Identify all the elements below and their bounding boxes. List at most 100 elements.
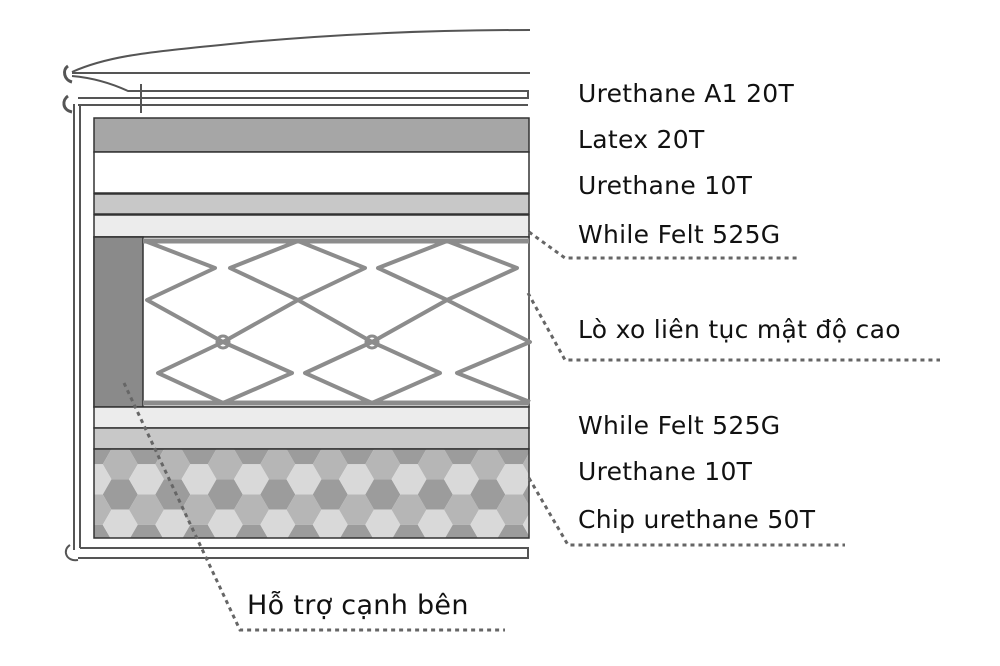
hex-chip	[235, 524, 268, 538]
felt-top-layer	[93, 214, 530, 238]
chip-urethane-layer	[77, 449, 610, 600]
hex-chip	[444, 464, 479, 495]
hex-chip	[522, 453, 529, 475]
hex-chip	[181, 449, 217, 465]
hex-chip	[234, 494, 269, 525]
hex-chip	[470, 479, 506, 510]
label-chip-urethane: Chip urethane 50T	[578, 505, 816, 534]
hex-chip	[365, 509, 401, 538]
hex-chip	[260, 449, 296, 480]
hex-chip	[417, 479, 453, 510]
hex-chip	[575, 570, 610, 600]
label-urethane-top: Urethane 10T	[578, 171, 753, 200]
top-cover	[62, 29, 531, 562]
hex-chip	[94, 524, 111, 538]
hex-chip	[102, 449, 138, 480]
hex-chip	[392, 524, 426, 538]
hex-chip	[129, 449, 164, 465]
hex-chip	[155, 540, 190, 570]
hex-chip	[182, 555, 217, 585]
side-support-block	[93, 236, 144, 408]
hex-chip	[444, 494, 479, 525]
hex-chip	[103, 540, 138, 570]
felt-bottom-layer	[93, 406, 530, 429]
hex-chip	[339, 464, 374, 495]
hex-chip	[260, 540, 295, 570]
hex-chip	[234, 449, 269, 465]
hex-chip	[391, 449, 427, 465]
urethane-top-layer	[93, 193, 530, 215]
label-urethane-a1: Urethane A1 20T	[578, 79, 795, 108]
hex-chip	[470, 570, 505, 600]
hex-chip	[312, 509, 348, 538]
hex-chip	[260, 509, 296, 538]
hex-chip	[497, 555, 532, 585]
hex-chip	[287, 524, 321, 538]
hex-chip	[496, 464, 529, 495]
hex-chip	[313, 540, 348, 570]
hex-chip	[365, 540, 400, 570]
hex-chip	[339, 449, 374, 465]
white-layer	[93, 151, 530, 194]
hex-chip	[129, 464, 164, 495]
hex-chip	[470, 449, 506, 480]
hex-chip	[445, 524, 478, 538]
label-felt-bottom: While Felt 525G	[578, 411, 781, 440]
hex-chip	[286, 464, 322, 495]
hex-chip	[340, 524, 373, 538]
label-springs: Lò xo liên tục mật độ cao	[578, 315, 901, 344]
hex-chip	[103, 570, 138, 600]
hex-chip	[549, 555, 584, 585]
hex-chip	[155, 479, 191, 510]
hex-chip	[94, 449, 112, 465]
leader-lines	[122, 230, 940, 632]
spring-zone	[93, 236, 530, 408]
hex-chip	[207, 449, 243, 480]
hex-chip	[182, 524, 216, 538]
hex-chip	[391, 464, 427, 495]
hex-chip	[392, 555, 427, 585]
hex-chip	[181, 494, 217, 525]
hex-chip	[234, 555, 269, 585]
hex-chip	[129, 494, 164, 525]
hex-chip	[287, 555, 322, 585]
hex-chip	[496, 449, 529, 465]
hex-chip	[208, 540, 243, 570]
hex-chip	[102, 479, 138, 510]
label-urethane-bottom: Urethane 10T	[578, 457, 753, 486]
hex-chip	[94, 464, 112, 495]
hex-chip	[497, 524, 529, 538]
pocket-springs	[143, 238, 532, 406]
hex-chip	[444, 449, 479, 465]
hex-chip	[523, 570, 558, 600]
hex-chip	[470, 509, 506, 538]
hex-chip	[207, 509, 243, 538]
hex-chip	[155, 509, 191, 538]
hex-chip	[496, 494, 529, 525]
hex-chip	[418, 540, 453, 570]
hex-chip	[286, 449, 322, 465]
hex-chip	[155, 570, 190, 600]
hex-chip	[417, 509, 453, 538]
label-felt-top: While Felt 525G	[578, 220, 781, 249]
hex-chip	[130, 524, 163, 538]
hex-chip	[129, 555, 164, 585]
hex-chip	[77, 555, 112, 585]
hex-chip	[391, 494, 427, 525]
latex-layer	[93, 117, 530, 153]
hex-chip	[312, 449, 348, 480]
hex-chip	[260, 479, 296, 510]
hex-chip	[339, 555, 374, 585]
label-latex: Latex 20T	[578, 125, 705, 154]
hex-chip	[312, 479, 348, 510]
hex-chip	[365, 479, 401, 510]
hex-chip	[470, 540, 505, 570]
hex-chip	[365, 449, 401, 480]
hex-chip	[181, 464, 217, 495]
urethane-bottom-layer	[93, 427, 530, 450]
hex-chip	[444, 555, 479, 585]
hex-chip	[522, 513, 529, 536]
hex-chip	[102, 509, 138, 538]
